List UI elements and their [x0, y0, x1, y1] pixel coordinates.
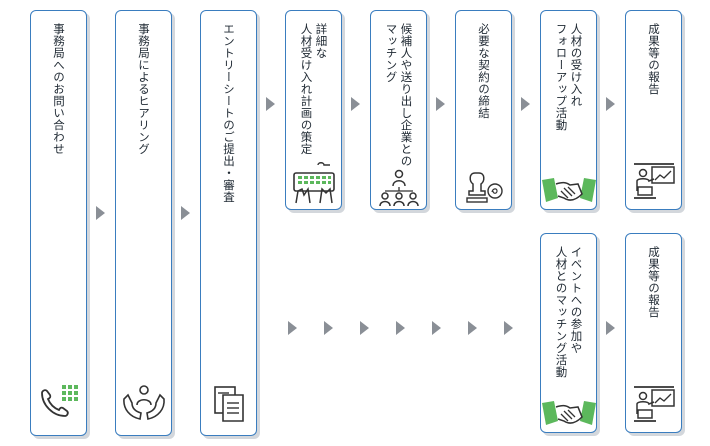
- flow-arrow: [468, 321, 477, 335]
- step-label-plan-line2: 人材受け入れ計画の策定: [299, 23, 314, 155]
- flow-arrow: [396, 321, 405, 335]
- presentation-icon: [633, 163, 675, 199]
- step-label-entry-sheet: エントリーシートのご提出・審査: [222, 23, 236, 203]
- step-card-report-bottom: 成果等の報告: [625, 233, 682, 433]
- step-label-matching: 候補人や送り出し企業との マッチング: [384, 23, 414, 167]
- step-label-report-bottom: 成果等の報告: [647, 246, 661, 318]
- step-label-event-line2: 人材とのマッチング活動: [554, 246, 569, 378]
- handshake-icon: [541, 401, 596, 425]
- flow-arrow: [504, 321, 513, 335]
- documents-icon: [213, 386, 244, 422]
- step-card-contract: 必要な契約の締結: [455, 10, 512, 210]
- step-label-plan: 詳細な 人材受け入れ計画の策定: [299, 23, 329, 155]
- step-label-report-top: 成果等の報告: [647, 23, 661, 95]
- phone-icon: [40, 385, 78, 417]
- step-card-hearing: 事務局によるヒアリング: [115, 10, 172, 436]
- keyboard-hands-icon: [292, 162, 335, 204]
- step-label-event-line1: イベントへの参加や: [569, 246, 584, 354]
- flow-arrow: [436, 97, 445, 111]
- step-card-entry-sheet: エントリーシートのご提出・審査: [200, 10, 257, 436]
- step-label-followup-line2: フォローアップ活動: [554, 23, 569, 131]
- step-label-matching-line1: 候補人や送り出し企業との: [399, 23, 414, 167]
- flow-arrow: [606, 321, 615, 335]
- flow-arrow: [96, 206, 105, 220]
- step-label-matching-line2: マッチング: [384, 23, 399, 83]
- step-card-matching: 候補人や送り出し企業との マッチング: [370, 10, 427, 210]
- step-card-plan: 詳細な 人材受け入れ計画の策定: [285, 10, 342, 210]
- handshake-icon: [541, 178, 596, 202]
- flow-arrow: [432, 321, 441, 335]
- step-card-report-top: 成果等の報告: [625, 10, 682, 210]
- step-card-inquiry: 事務局へのお問い合わせ: [30, 10, 87, 436]
- flow-arrow: [521, 97, 530, 111]
- people-group-icon: [378, 169, 419, 207]
- step-label-event: イベントへの参加や 人材とのマッチング活動: [554, 246, 584, 378]
- stamp-icon: [465, 172, 503, 203]
- step-label-inquiry: 事務局へのお問い合わせ: [52, 23, 66, 155]
- step-card-event: イベントへの参加や 人材とのマッチング活動: [540, 233, 597, 433]
- flow-arrow: [266, 97, 275, 111]
- step-card-followup: 人材の受け入れ フォローアップ活動: [540, 10, 597, 210]
- presentation-icon: [633, 386, 675, 422]
- step-label-followup: 人材の受け入れ フォローアップ活動: [554, 23, 584, 131]
- hands-person-icon: [122, 385, 165, 420]
- step-label-contract: 必要な契約の締結: [477, 23, 491, 119]
- flow-arrow: [181, 206, 190, 220]
- flow-arrow: [324, 321, 333, 335]
- flow-arrow: [606, 97, 615, 111]
- step-label-hearing: 事務局によるヒアリング: [137, 23, 151, 155]
- flow-arrow: [351, 97, 360, 111]
- flow-arrow: [288, 321, 297, 335]
- step-label-plan-line1: 詳細な: [314, 23, 329, 59]
- step-label-followup-line1: 人材の受け入れ: [569, 23, 584, 107]
- flow-arrow: [360, 321, 369, 335]
